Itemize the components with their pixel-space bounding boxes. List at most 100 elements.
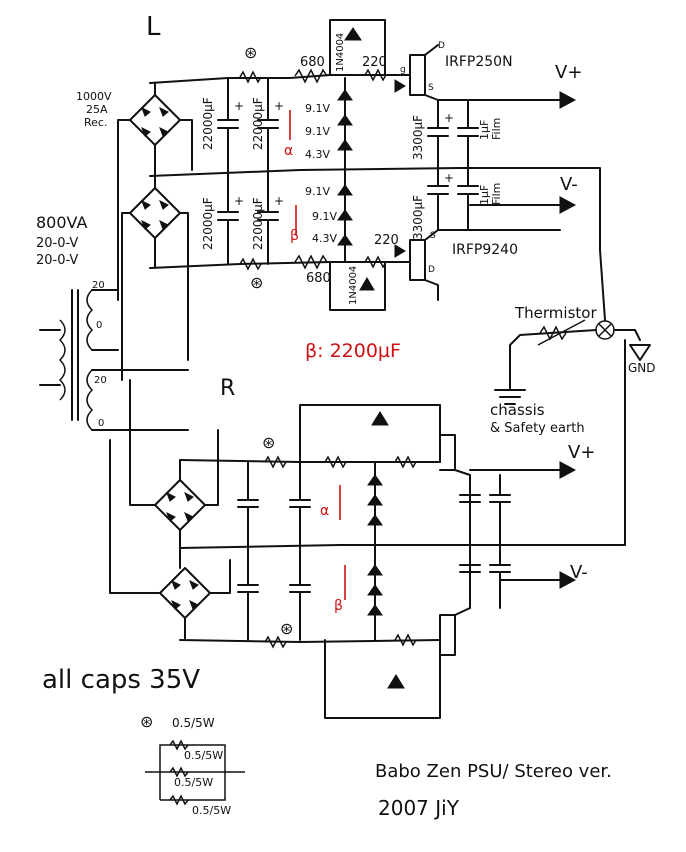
- output-arrow-vminus-l: [559, 196, 577, 214]
- vplus-label-r: V+: [568, 442, 595, 463]
- resistor-r-top: [264, 455, 287, 469]
- film-cap-1-type: Film: [490, 118, 503, 140]
- capacitor-bank-top: [217, 77, 279, 171]
- right-channel-circuit: [109, 379, 611, 719]
- cap-label-5: 3300µF: [411, 115, 425, 160]
- cap-plus-5: +: [444, 111, 454, 125]
- safety-earth-label: & Safety earth: [490, 421, 585, 436]
- zener-3: 4.3V: [305, 148, 330, 161]
- mosfet-bottom: [394, 229, 439, 296]
- zener-6: 4.3V: [312, 232, 337, 245]
- earth-circuit: [494, 167, 651, 546]
- cap-label-3: 22000µF: [201, 197, 215, 250]
- legend-spec-1: 0.5/5W: [184, 749, 223, 762]
- tap-1: 20: [92, 280, 105, 291]
- tap-2: 0: [96, 320, 102, 331]
- title-note: Babo Zen PSU/ Stereo ver.: [375, 761, 612, 782]
- alpha-marker-l: α: [284, 143, 293, 159]
- resistor-r-top3: [394, 455, 417, 469]
- mosfet-bottom-s: S: [430, 231, 436, 241]
- cap-plus-3: +: [234, 194, 244, 208]
- capacitor-bank-bottom: [217, 169, 279, 265]
- zener-stack-top: [337, 77, 353, 171]
- alpha-marker-r: α: [320, 503, 329, 519]
- diode-1n4004-top: [344, 27, 362, 41]
- left-channel-circuit: [117, 19, 577, 381]
- legend-spec-3: 0.5/5W: [192, 804, 231, 817]
- chassis-label: chassis: [490, 401, 545, 419]
- r220-bottom: 220: [374, 233, 399, 248]
- star-marker-4: ⊛: [280, 619, 293, 638]
- output-arrow-vminus-r: [559, 571, 577, 589]
- bridge-rectifier-bottom: [129, 187, 181, 239]
- output-arrow-vplus-l: [559, 91, 577, 109]
- diode-1n4004-bottom: [359, 277, 375, 291]
- cap-plus-4: +: [274, 194, 284, 208]
- diode-label-top: 1N4004: [335, 33, 346, 72]
- beta-marker-l: β: [290, 228, 299, 244]
- channel-right-label: R: [220, 376, 235, 401]
- rectifier-type: Rec.: [84, 116, 107, 129]
- bridge-rectifier-r-top: [154, 479, 206, 531]
- transformer-sec1: 20-0-V: [36, 236, 78, 251]
- legend-spec-2: 0.5/5W: [174, 776, 213, 789]
- resistor-680-top: [294, 68, 328, 84]
- diode-r-top: [371, 411, 389, 426]
- rectifier-voltage: 1000V: [76, 90, 112, 103]
- tap-4: 0: [98, 418, 104, 429]
- transformer-sec2: 20-0-V: [36, 253, 78, 268]
- r680-bottom: 680: [306, 271, 331, 286]
- resistor-r-bottom2: [394, 633, 417, 647]
- thermistor-label: Thermistor: [514, 304, 597, 322]
- cap-label-6: 3300µF: [411, 195, 425, 240]
- vminus-label-l: V-: [560, 174, 578, 195]
- zener-1: 9.1V: [305, 102, 330, 115]
- cap-label-2: 22000µF: [251, 97, 265, 150]
- rectifier-current: 25A: [86, 103, 108, 116]
- resistor-power-bottom: [239, 257, 262, 271]
- vminus-label-r: V-: [570, 562, 588, 583]
- thermistor: [537, 319, 586, 346]
- legend-symbol: ⊛: [140, 712, 153, 731]
- legend-spec: 0.5/5W: [172, 716, 215, 730]
- star-marker-3: ⊛: [262, 433, 275, 452]
- zener-stack-bottom: [337, 169, 353, 263]
- zener-4: 9.1V: [305, 185, 330, 198]
- mosfet-top-g: g: [400, 65, 406, 75]
- channel-left-label: L: [146, 12, 161, 42]
- r220-top: 220: [362, 55, 387, 70]
- mosfet-bottom-label: IRFP9240: [452, 242, 518, 258]
- transformer: [39, 289, 189, 431]
- transformer-rating: 800VA: [36, 213, 87, 232]
- resistor-680-bottom: [294, 254, 328, 270]
- resistor-220-top: [364, 68, 387, 82]
- star-marker-1: ⊛: [244, 43, 257, 62]
- diode-r-bottom: [387, 674, 405, 689]
- star-marker-2: ⊛: [250, 273, 263, 292]
- gnd-label: GND: [628, 361, 656, 375]
- cap-label-4: 22000µF: [251, 197, 265, 250]
- year-note: 2007 JiY: [378, 796, 460, 820]
- beta-marker-r: β: [334, 598, 343, 614]
- zener-2: 9.1V: [305, 125, 330, 138]
- film-cap-2: 1µF: [478, 185, 491, 205]
- film-cap-1: 1µF: [478, 120, 491, 140]
- all-caps-note: all caps 35V: [42, 665, 200, 695]
- cap-note: β: 2200µF: [305, 340, 401, 362]
- cap-plus-1: +: [234, 99, 244, 113]
- mosfet-bottom-d: D: [428, 265, 435, 275]
- resistor-r-top2: [324, 455, 347, 469]
- resistor-220-bottom: [364, 255, 387, 269]
- tap-3: 20: [94, 375, 107, 386]
- cap-plus-2: +: [274, 99, 284, 113]
- zener-5: 9.1V: [312, 210, 337, 223]
- diode-label-bottom: 1N4004: [348, 266, 359, 305]
- cap-plus-6: +: [444, 171, 454, 185]
- resistor-r-bottom: [264, 635, 287, 649]
- mosfet-top-d: D: [438, 41, 445, 51]
- r680-top: 680: [300, 55, 325, 70]
- mosfet-top-label: IRFP250N: [445, 54, 513, 70]
- vplus-label-l: V+: [555, 62, 582, 83]
